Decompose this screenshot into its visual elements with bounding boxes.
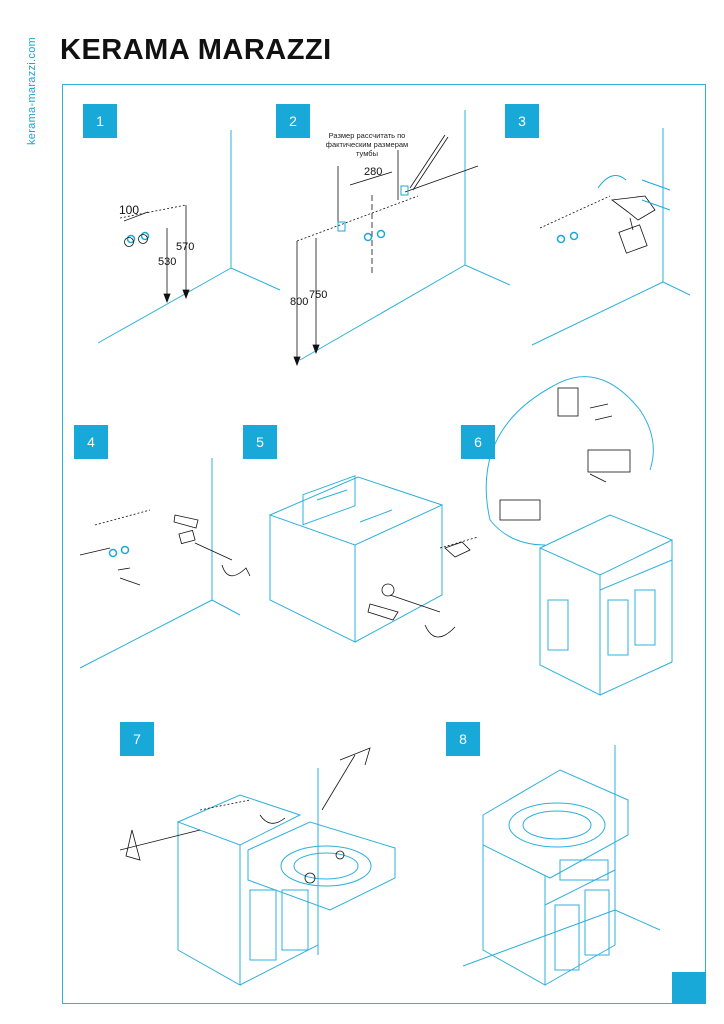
step6-drawer-diagram xyxy=(485,376,674,696)
step-badge-6: 6 xyxy=(461,425,495,459)
step-badge-7: 7 xyxy=(120,722,154,756)
step-badge-4: 4 xyxy=(74,425,108,459)
step8-finished-vanity xyxy=(462,745,661,986)
step1-height-dimension-high: 570 xyxy=(176,241,195,253)
step2-height-dimension-low: 750 xyxy=(309,289,328,301)
brand-logo: KERAMA MARAZZI xyxy=(60,34,332,66)
step-badge-3: 3 xyxy=(505,104,539,138)
page-corner-marker xyxy=(672,972,706,1004)
step1-width-dimension: 100 xyxy=(119,203,140,217)
step2-height-dimension-high: 800 xyxy=(290,296,309,308)
step1-height-dimension-low: 530 xyxy=(158,256,177,268)
step5-cabinet-diagram xyxy=(268,475,479,643)
instruction-frame xyxy=(62,84,706,1004)
step7-basin-diagram xyxy=(119,747,396,986)
step2-wall-diagram xyxy=(293,110,511,367)
step3-drill-diagram xyxy=(531,128,691,346)
step2-note-line3: тумбы xyxy=(356,149,378,158)
step2-width-dimension: 280 xyxy=(364,166,383,178)
step-badge-1: 1 xyxy=(83,104,117,138)
step4-mounting-diagram xyxy=(79,458,251,669)
step-badge-5: 5 xyxy=(243,425,277,459)
step1-wall-diagram xyxy=(97,130,281,344)
step2-note-line2: фактическим размерам xyxy=(325,140,409,149)
step2-note-line1: Размер рассчитать по xyxy=(328,131,406,140)
step-badge-2: 2 xyxy=(276,104,310,138)
step2-sizing-note: Размер рассчитать по фактическим размера… xyxy=(322,131,412,158)
step-badge-8: 8 xyxy=(446,722,480,756)
